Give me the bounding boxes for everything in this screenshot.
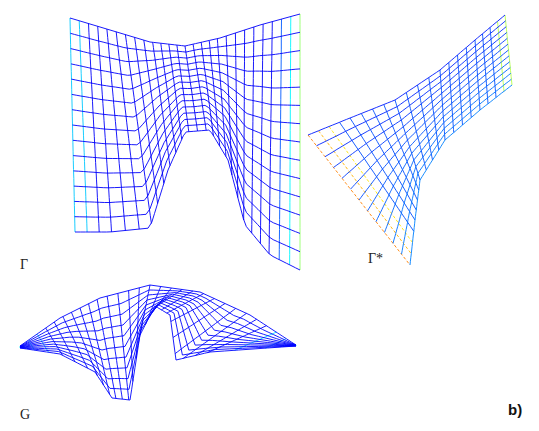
mesh-line xyxy=(71,68,300,89)
mesh-line xyxy=(325,27,506,157)
mesh-g xyxy=(20,285,296,400)
mesh-line xyxy=(334,33,507,168)
mesh-line xyxy=(73,93,300,160)
mesh-line xyxy=(351,44,508,189)
mesh-line xyxy=(393,73,511,243)
mesh-line xyxy=(385,68,511,233)
mesh-line xyxy=(376,62,510,222)
mesh-gamma xyxy=(70,14,300,270)
mesh-line xyxy=(20,290,296,346)
mesh-line xyxy=(20,306,296,400)
mesh-line xyxy=(402,79,512,254)
mesh-line xyxy=(73,99,300,178)
mesh-line xyxy=(70,32,300,52)
mesh-line xyxy=(73,87,301,142)
mesh-gamma-star xyxy=(308,15,512,265)
mesh-line xyxy=(75,130,300,270)
mesh-line xyxy=(74,112,300,216)
mesh-line xyxy=(317,21,506,146)
mesh-line xyxy=(20,293,296,347)
mesh-line xyxy=(359,50,509,200)
mesh-line xyxy=(75,124,300,252)
mesh-line xyxy=(20,285,296,346)
figure-label: Γ xyxy=(20,258,28,272)
figure-label: b) xyxy=(508,402,522,417)
mesh-line xyxy=(70,14,300,46)
mesh-line xyxy=(20,296,296,347)
mesh-line xyxy=(74,118,300,234)
figure-label: Γ* xyxy=(368,252,383,266)
mesh-line xyxy=(20,303,296,379)
mesh-line xyxy=(410,85,512,265)
mesh-line xyxy=(71,49,300,62)
mesh-line xyxy=(72,81,300,124)
mesh-line xyxy=(308,15,505,135)
figure-label: G xyxy=(20,408,30,422)
mesh-line xyxy=(71,62,300,75)
mesh-line xyxy=(20,294,296,346)
mesh-line xyxy=(20,301,296,369)
mesh-line xyxy=(20,304,296,389)
